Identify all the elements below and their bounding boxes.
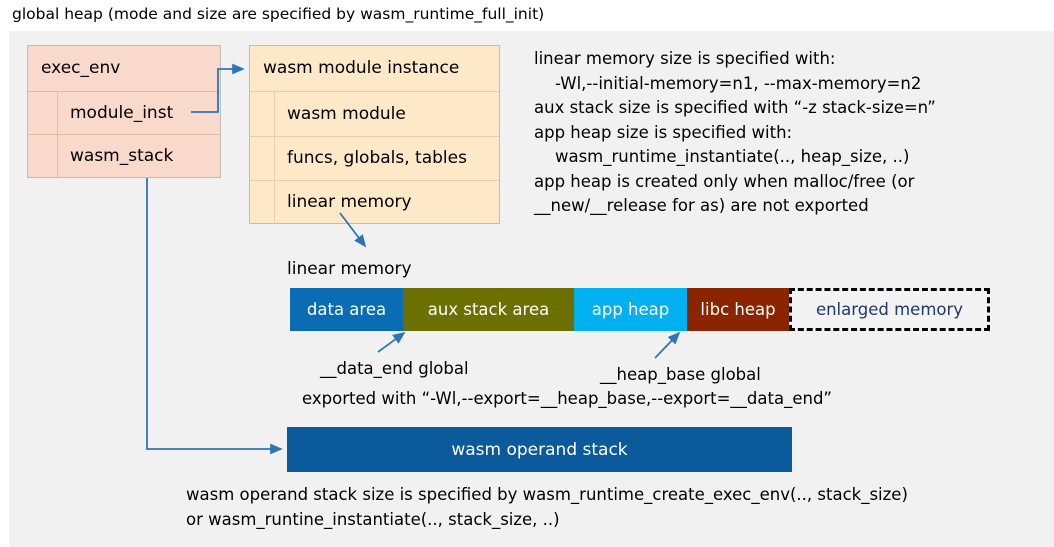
linear-memory-bar: data area aux stack area app heap libc h… (290, 288, 990, 331)
module-instance-field-label: wasm module (287, 103, 406, 124)
wasm-operand-stack-label: wasm operand stack (451, 439, 628, 460)
indent-spacer (28, 135, 58, 177)
exec-env-header-label: exec_env (41, 58, 121, 78)
memory-segment-label: app heap (591, 300, 670, 319)
module-instance-header-row: wasm module instance (250, 46, 499, 92)
wasm-operand-stack-bar[interactable]: wasm operand stack (287, 427, 792, 472)
module-instance-field-label: funcs, globals, tables (287, 148, 467, 168)
operand-stack-spec-note: wasm operand stack size is specified by … (186, 485, 908, 529)
wasm-module-instance-struct: wasm module instance wasm module funcs, … (249, 45, 500, 224)
memory-segment-enlarged-memory[interactable]: enlarged memory (789, 288, 990, 331)
memory-segment-label: libc heap (700, 300, 776, 319)
memory-spec-note: linear memory size is specified with: -W… (534, 49, 936, 215)
exec-env-header-row: exec_env (28, 46, 220, 92)
exec-env-field-module-inst: module_inst (28, 92, 220, 135)
exec-env-field-wasm-stack: wasm_stack (28, 135, 220, 177)
memory-segment-aux-stack-area[interactable]: aux stack area (403, 288, 574, 331)
memory-segment-label: data area (306, 300, 387, 319)
memory-segment-label: enlarged memory (815, 300, 964, 319)
exec-env-field-label: wasm_stack (70, 145, 174, 166)
module-instance-field-wasm-module: wasm module (250, 92, 499, 137)
module-instance-field-label: linear memory (287, 192, 412, 212)
heap-base-global-label: __heap_base global (600, 365, 761, 384)
exec-env-field-label: module_inst (70, 102, 174, 123)
module-instance-field-funcs-globals-tables: funcs, globals, tables (250, 137, 499, 181)
memory-segment-data-area[interactable]: data area (290, 288, 403, 331)
exec-env-struct: exec_env module_inst wasm_stack (27, 45, 221, 178)
exported-with-note: exported with “-Wl,--export=__heap_base,… (302, 389, 832, 408)
indent-spacer (28, 92, 58, 134)
memory-segment-app-heap[interactable]: app heap (574, 288, 687, 331)
indent-spacer (250, 181, 275, 224)
module-instance-header-label: wasm module instance (263, 58, 460, 78)
memory-segment-label: aux stack area (427, 300, 550, 319)
data-end-global-label: __data_end global (320, 359, 469, 378)
page-title: global heap (mode and size are specified… (12, 5, 545, 23)
module-instance-field-linear-memory: linear memory (250, 181, 499, 224)
indent-spacer (250, 92, 275, 136)
memory-segment-libc-heap[interactable]: libc heap (687, 288, 789, 331)
linear-memory-caption: linear memory (287, 259, 412, 279)
indent-spacer (250, 137, 275, 180)
